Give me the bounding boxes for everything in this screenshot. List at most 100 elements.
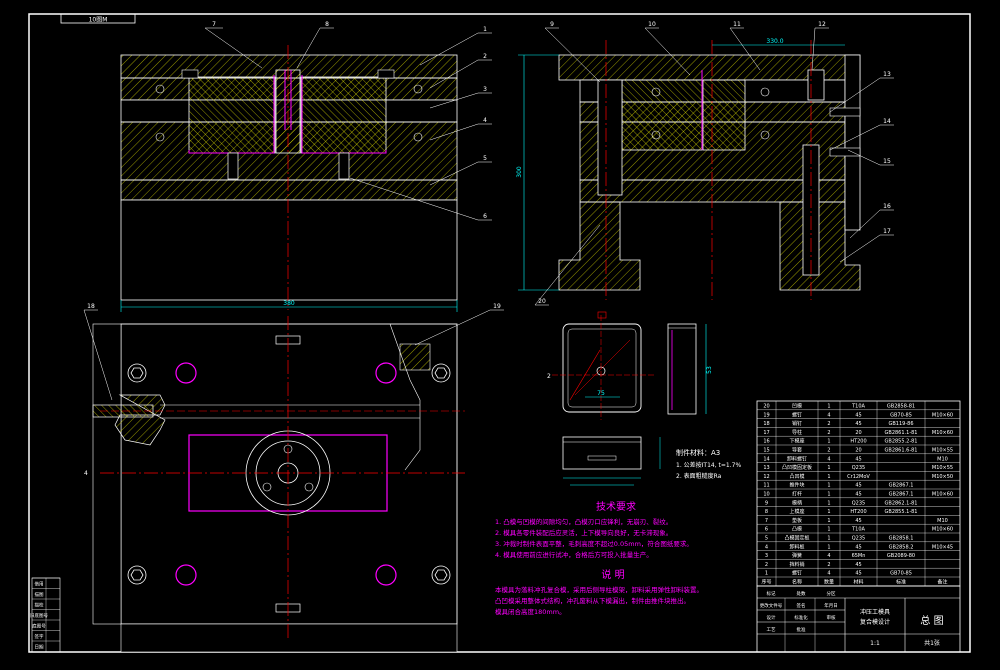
bom-cell: 45 [855,456,861,462]
corner-box [60,13,136,24]
bom-cell: 7 [765,518,768,524]
bom-cell: 15 [763,448,769,454]
bom-cell: 2 [827,448,830,454]
bom-cell: 1 [827,518,830,524]
bom-cell: 45 [855,492,861,498]
bom-cell: 4 [765,544,768,550]
bom-cell: GB2855.1-81 [885,509,918,515]
bom-cell: 名称 [792,579,802,586]
bom-cell: 1 [827,544,830,550]
bom-cell: HT200 [850,439,866,445]
bom-cell: T10A [851,527,865,533]
bom-cell: 凸模 [792,526,802,533]
bom-cell: 10 [763,492,769,498]
drawing-title: 总 图 [920,614,943,627]
bom-cell: 序号 [761,579,771,586]
bom-cell: 65Mn [852,553,866,559]
bom-cell: 模柄 [792,499,802,506]
bom-cell: GB2858.1 [889,536,914,542]
tech-line: 1. 凸模与凹模的间隙均匀，凸模刃口应锋利，无崩刃、裂纹。 [495,517,672,526]
note-line: 模具闭合高度180mm。 [495,607,566,616]
bom-cell: 18 [763,421,769,427]
bom-cell: 13 [763,465,769,471]
title-cell: 处数 [797,590,806,597]
bom-cell: 1 [827,509,830,515]
front-height-dim: 300 [516,166,523,178]
title-block: 冲压工模具 复合模设计 总 图 1:1 共1张 标记处数分区更改文件号签名年月日… [756,585,961,653]
bom-cell: M10 [937,456,948,462]
balloon-label: 18 [87,303,95,310]
bom-cell: GB2089-80 [887,553,915,559]
tech-line: 4. 模具使用前应进行试冲，合格后方可投入批量生产。 [495,550,653,559]
bom-cell: 备注 [937,579,947,586]
bom-cell: 20 [763,404,769,410]
bom-cell: HT200 [850,509,866,515]
corner-label: 10图M [89,17,108,24]
balloon-label: 19 [493,303,501,310]
bom-cell: 1 [827,492,830,498]
bom-cell: 19 [763,412,769,418]
note-line: 本模具为落料冲孔复合模，采用后侧导柱模架，卸料采用弹性卸料装置。 [495,585,703,594]
bom-cell: GB2861.6-81 [885,448,918,454]
bom-cell: 1 [827,483,830,489]
bom-cell: 45 [855,562,861,568]
bom-cell: 打杆 [792,491,802,498]
bom-cell: GB2867.1 [889,483,914,489]
balloon-label: 10 [648,21,656,28]
balloon-label: 4 [483,117,487,124]
bom-cell: 45 [855,421,861,427]
bom-cell: 2 [827,421,830,427]
bom-cell: 1 [827,536,830,542]
bom-cell: 下模座 [789,438,804,445]
bom-cell: 标准 [896,579,906,586]
bom-cell: 上模座 [789,508,804,515]
part-h-dim: 53 [706,366,713,374]
title-cell: 年月日 [824,602,838,609]
bom-cell: M10×55 [932,465,953,471]
bom-cell: 2 [765,562,768,568]
tech-line: 3. 冲裁时制件表面平整，毛刺高度不超过0.05mm，符合图纸要求。 [495,539,693,548]
balloon-label: 1 [483,26,487,33]
bom-cell: GB2862.1-81 [885,500,918,506]
bom-cell: GB119-86 [888,421,913,427]
bom-cell: 20 [855,448,861,454]
note-line: 凸凹模采用整体式结构，冲孔废料从下模漏出，制件由推件块推出。 [495,596,690,605]
bom-cell: 垫板 [792,517,802,524]
balloon-label: 2 [483,53,487,60]
part-material: 制件材料：A3 [676,448,720,457]
balloon-label: 9 [550,21,554,28]
bom-cell: GB2858.2 [889,544,914,550]
strip-label: 描图 [35,591,44,598]
strip-label: 签字 [35,633,44,640]
part-t-dim: 2 [547,373,551,380]
bom-cell: M10×60 [932,527,953,533]
tech-title: 技术要求 [596,500,636,513]
bom-cell: M10×60 [932,430,953,436]
title-cell: 标记 [767,590,776,597]
bom-cell: 12 [763,474,769,480]
bom-cell: 1 [827,465,830,471]
bom-cell: 凸模固定板 [784,535,809,542]
bom-cell: M10×60 [932,492,953,498]
bom-cell: T10A [851,404,865,410]
balloon-label: 15 [883,158,891,165]
bom-cell: 16 [763,439,769,445]
tech-requirements: 技术要求 1. 凸模与凹模的间隙均匀，凸模刃口应锋利，无崩刃、裂纹。2. 模具各… [495,500,703,616]
bom-cell: 螺钉 [792,570,802,577]
bom-cell: Q235 [852,500,865,506]
bom-cell: 数量 [824,579,834,586]
bom-cell: 凸凹模 [789,473,804,480]
balloon-label: 14 [883,118,891,125]
bom-cell: 6 [765,527,768,533]
bom-cell: Cr12MoV [847,474,870,480]
bom-cell: M10×50 [932,474,953,480]
bom-cell: GB70-85 [890,571,912,577]
